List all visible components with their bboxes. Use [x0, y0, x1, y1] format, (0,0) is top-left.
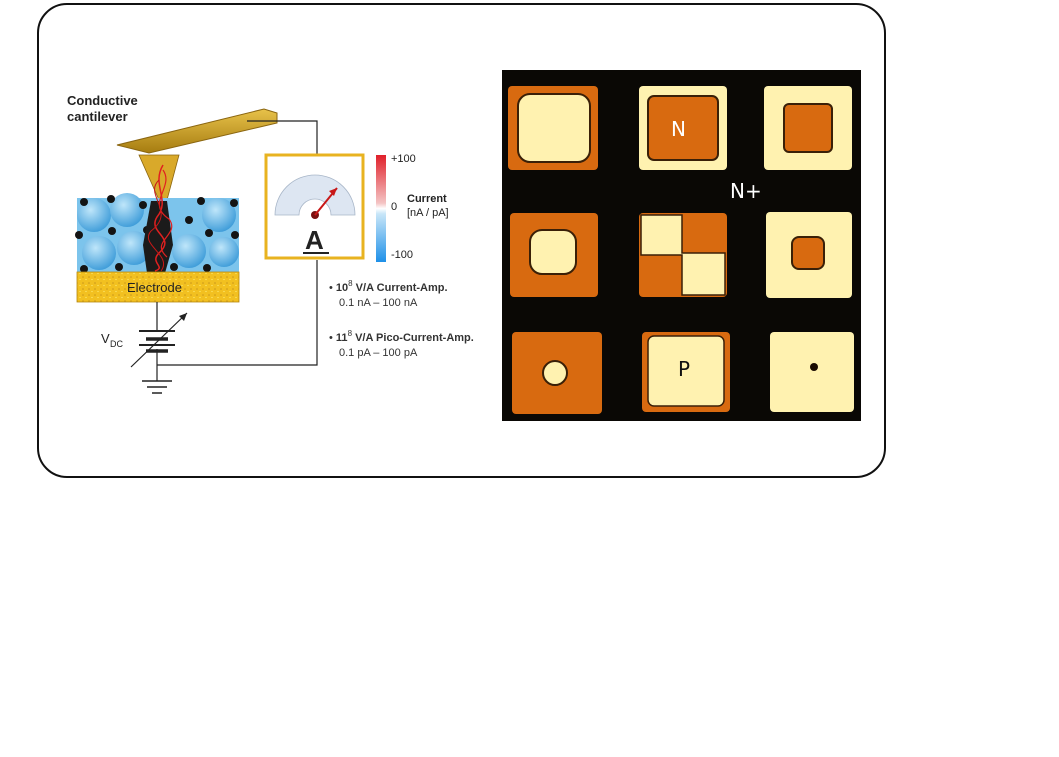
pad-r1c3 — [764, 86, 852, 170]
scale-title-2: [nA / pA] — [407, 207, 449, 219]
pad-r2c1 — [510, 213, 598, 297]
pad-r2c3 — [766, 212, 852, 298]
scale-zero-label: 0 — [391, 201, 397, 213]
ground-icon — [142, 381, 172, 393]
amp1-title: • 108 V/A Current-Amp. — [329, 279, 448, 294]
pad-r1c1 — [508, 86, 598, 170]
figure-svg: Conductive cantilever — [39, 5, 888, 480]
figure-panel: Conductive cantilever — [37, 3, 886, 478]
cantilever-label-2: cantilever — [67, 109, 128, 124]
pad-r2c2-checker — [639, 213, 727, 297]
electrode-label: Electrode — [127, 280, 182, 295]
amp2-title: • 118 V/A Pico-Current-Amp. — [329, 329, 474, 344]
pad-r3c2-p: P — [642, 332, 730, 412]
current-color-scale: +100 0 -100 Current [nA / pA] — [376, 153, 449, 262]
voltage-source: V DC — [101, 313, 187, 367]
pad-r1c2-n: N — [639, 86, 727, 170]
voltage-label: V — [101, 331, 110, 346]
scale-min-label: -100 — [391, 249, 413, 261]
afm-schematic: Conductive cantilever — [67, 93, 474, 393]
amp2-range: 0.1 pA – 100 pA — [339, 347, 418, 359]
ammeter: A — [266, 155, 363, 258]
pad-r3c1 — [512, 332, 602, 414]
region-label-nplus: N+ — [730, 179, 762, 203]
amp1-range: 0.1 nA – 100 nA — [339, 297, 418, 309]
region-label-p: P — [678, 357, 690, 381]
cantilever — [117, 109, 277, 153]
region-label-n: N — [671, 117, 686, 141]
scale-max-label: +100 — [391, 153, 416, 165]
pad-r3c3 — [770, 332, 854, 412]
scale-title-1: Current — [407, 193, 447, 205]
amplifier-specs: • 108 V/A Current-Amp. 0.1 nA – 100 nA •… — [329, 279, 474, 359]
cantilever-label-1: Conductive — [67, 93, 138, 108]
afm-current-image: N N+ P — [502, 70, 861, 421]
voltage-subscript: DC — [110, 339, 123, 349]
ammeter-label: A — [305, 225, 324, 255]
